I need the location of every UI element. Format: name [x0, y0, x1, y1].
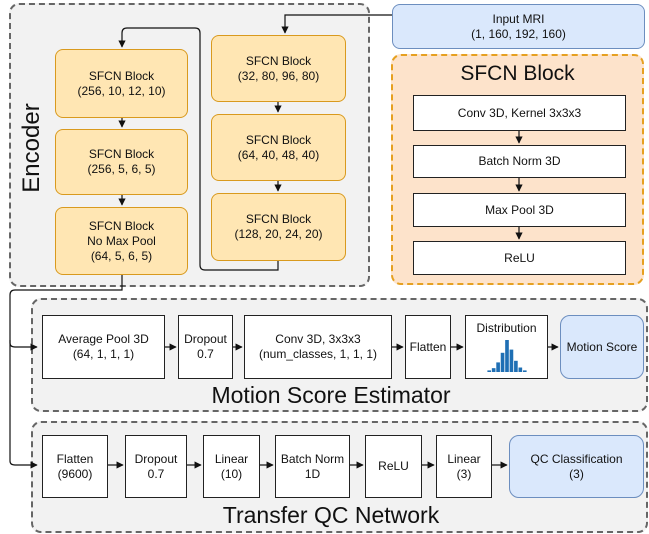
- layer-line1: Dropout: [134, 451, 178, 466]
- block-name: SFCN Block: [88, 218, 155, 233]
- detail-layer-relu: ReLU: [413, 241, 626, 275]
- motion-layer-conv3d: Conv 3D, 3x3x3 (num_classes, 1, 1, 1): [244, 315, 392, 379]
- layer-line1: Dropout: [184, 332, 227, 346]
- detail-layer-batchnorm3d: Batch Norm 3D: [413, 145, 626, 178]
- encoder-title: Encoder: [18, 103, 45, 193]
- histogram-bar: [504, 340, 509, 372]
- layer-line1: Average Pool 3D: [58, 332, 149, 346]
- motion-score-title: Motion Score Estimator: [211, 382, 451, 408]
- detail-layer-maxpool3d: Max Pool 3D: [413, 193, 626, 227]
- block-shape: (64, 40, 48, 40): [237, 147, 320, 162]
- input-mri-box: Input MRI (1, 160, 192, 160): [392, 4, 645, 49]
- histogram-bar: [522, 370, 527, 372]
- layer-line1: Conv 3D, 3x3x3: [275, 332, 361, 346]
- distribution-histogram: [486, 340, 527, 372]
- histogram-bar: [513, 360, 518, 372]
- block-shape: (256, 5, 6, 5): [87, 162, 156, 176]
- sfcn-detail-title: SFCN Block: [460, 62, 575, 85]
- motion-score-output: Motion Score: [560, 315, 644, 379]
- block-name: SFCN Block: [88, 147, 155, 161]
- layer-line2: 0.7: [147, 466, 165, 481]
- histogram-bar: [495, 362, 500, 372]
- block-name: SFCN Block: [88, 68, 155, 83]
- sfcn-block-r1: SFCN Block (32, 80, 96, 80): [211, 35, 346, 102]
- motion-layer-dropout: Dropout 0.7: [178, 315, 233, 379]
- detail-layer-conv3d: Conv 3D, Kernel 3x3x3: [413, 95, 626, 131]
- histogram-bar: [509, 349, 513, 372]
- block-name: SFCN Block: [245, 53, 312, 68]
- sfcn-block-l1: SFCN Block (256, 10, 12, 10): [55, 49, 188, 118]
- layer-line2: (3): [456, 466, 472, 481]
- histogram-bar: [491, 368, 495, 372]
- block-name: SFCN Block: [245, 132, 312, 147]
- layer-line1: ReLU: [378, 459, 409, 473]
- transfer-layer-dropout: Dropout 0.7: [125, 435, 187, 498]
- input-shape: (1, 160, 192, 160): [471, 26, 566, 41]
- layer-line2: 0.7: [197, 347, 214, 361]
- layer-line1: Flatten: [56, 451, 94, 466]
- transfer-layer-linear3: Linear (3): [436, 435, 492, 498]
- layer-line2: 1D: [304, 466, 321, 481]
- layer-line1: Batch Norm: [280, 451, 345, 466]
- qc-classification-output: QC Classification (3): [509, 435, 644, 498]
- layer-line1: Linear: [214, 451, 249, 466]
- block-subtitle: No Max Pool: [87, 233, 156, 248]
- input-label: Input MRI: [492, 11, 545, 26]
- motion-layer-avgpool: Average Pool 3D (64, 1, 1, 1): [42, 315, 165, 379]
- histogram-bar: [518, 367, 522, 372]
- layer-line1: Linear: [447, 451, 481, 466]
- block-shape: (64, 5, 6, 5): [90, 248, 153, 263]
- sfcn-block-r2: SFCN Block (64, 40, 48, 40): [211, 114, 346, 181]
- layer-line2: (num_classes, 1, 1, 1): [258, 347, 378, 361]
- transfer-layer-flatten: Flatten (9600): [42, 435, 108, 498]
- transfer-qc-title: Transfer QC Network: [222, 502, 440, 528]
- sfcn-block-l2: SFCN Block (256, 5, 6, 5): [55, 129, 188, 195]
- layer-line2: (10): [220, 466, 243, 481]
- block-shape: (128, 20, 24, 20): [234, 227, 323, 241]
- motion-layer-distribution: Distribution: [465, 315, 548, 379]
- output-line2: (3): [569, 466, 584, 481]
- transfer-layer-batchnorm1d: Batch Norm 1D: [275, 435, 350, 498]
- histogram-bar: [500, 352, 504, 372]
- motion-layer-flatten: Flatten: [405, 315, 451, 379]
- block-shape: (256, 10, 12, 10): [77, 83, 166, 98]
- sfcn-block-r3: SFCN Block (128, 20, 24, 20): [211, 193, 346, 261]
- block-name: SFCN Block: [245, 212, 312, 226]
- layer-line2: (9600): [57, 466, 93, 481]
- output-line1: QC Classification: [530, 451, 623, 466]
- layer-line1: Distribution: [476, 321, 537, 335]
- layer-line2: (64, 1, 1, 1): [72, 347, 135, 361]
- sfcn-block-l3: SFCN Block No Max Pool (64, 5, 6, 5): [55, 207, 188, 275]
- histogram-bar: [486, 370, 491, 372]
- layer-line1: Flatten: [409, 339, 447, 354]
- transfer-layer-relu: ReLU: [365, 435, 422, 498]
- transfer-layer-linear10: Linear (10): [203, 435, 260, 498]
- block-shape: (32, 80, 96, 80): [237, 68, 320, 83]
